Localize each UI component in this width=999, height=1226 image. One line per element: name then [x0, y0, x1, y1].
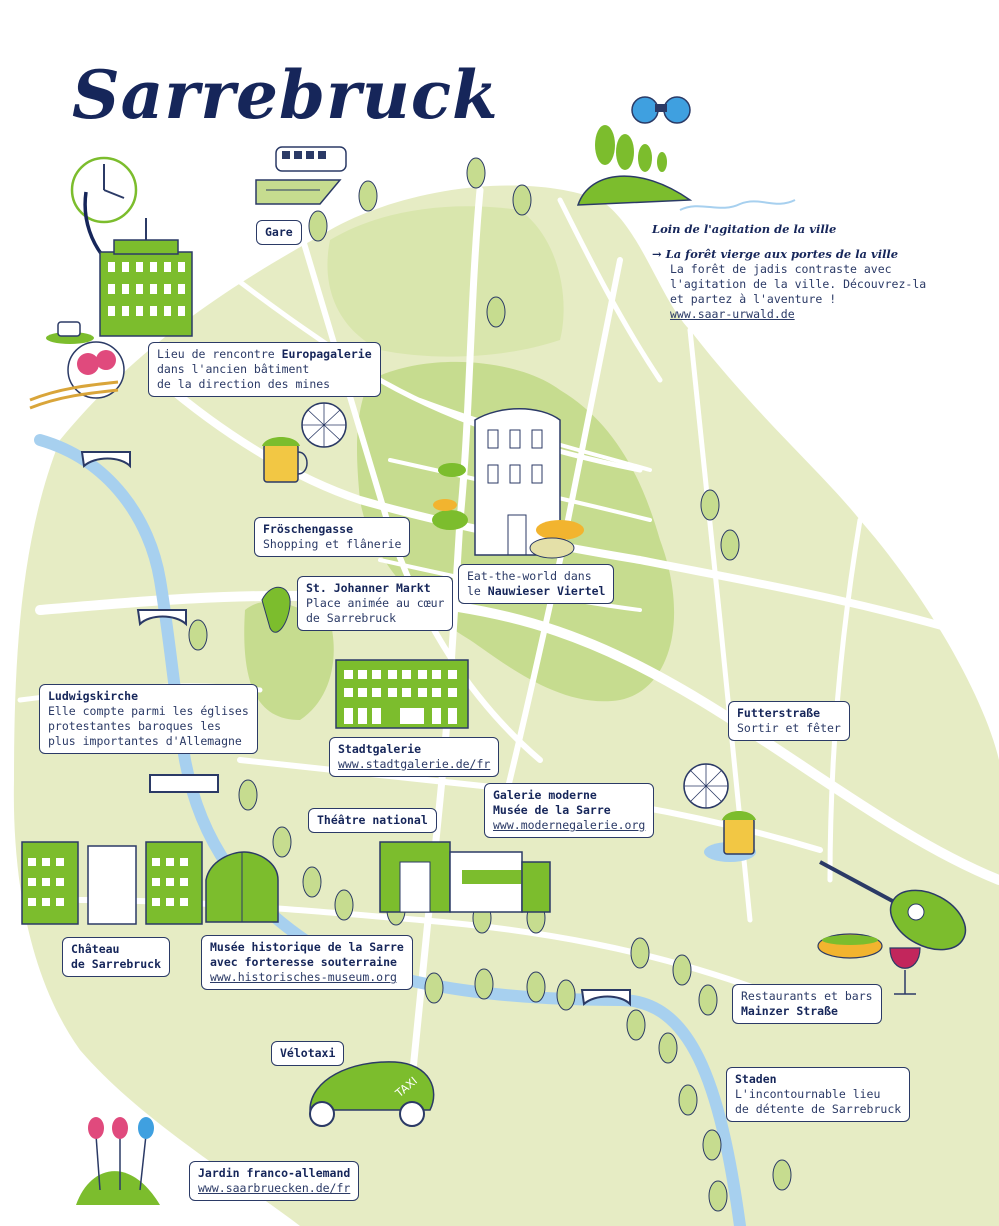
- forest-icon: [576, 125, 796, 211]
- forest-subheading: → La forêt vierge aux portes de la ville: [652, 247, 899, 261]
- label-jardin: Jardin franco-allemand www.saarbruecken.…: [189, 1161, 360, 1201]
- forest-line-1: La forêt de jadis contraste avec: [670, 262, 892, 276]
- frog-statue-icon: [261, 587, 291, 633]
- park-west: [244, 601, 334, 720]
- disco-ball-icon: [301, 402, 347, 448]
- wine-glass-icon: [889, 947, 921, 995]
- theatre-building-icon: [379, 841, 551, 913]
- label-futterstrasse: Futterstraße Sortir et fêter: [728, 701, 850, 741]
- label-europagalerie: Lieu de rencontre Europagalerie dans l'a…: [148, 342, 381, 397]
- tulips-icon: [76, 1117, 160, 1205]
- galerie-link[interactable]: www.modernegalerie.org: [493, 818, 646, 832]
- forest-line-2: l'agitation de la ville. Découvrez-la: [670, 277, 927, 291]
- chateau-building-icon: [21, 841, 203, 925]
- forest-link[interactable]: www.saar-urwald.de: [670, 307, 795, 321]
- label-gare: Gare: [256, 220, 302, 245]
- label-nauwieser-viertel: Eat-the-world dans le Nauwieser Viertel: [458, 564, 615, 604]
- label-musee-historique: Musée historique de la Sarre avec forter…: [201, 935, 413, 990]
- forest-line-3: et partez à l'aventure !: [670, 292, 837, 306]
- europagalerie-building-icon: [99, 218, 193, 337]
- stadtgalerie-link[interactable]: www.stadtgalerie.de/fr: [338, 757, 491, 771]
- label-galerie-moderne: Galerie moderne Musée de la Sarre www.mo…: [484, 783, 655, 838]
- label-stadtgalerie: Stadtgalerie www.stadtgalerie.de/fr: [329, 737, 500, 777]
- park-north: [327, 206, 564, 357]
- musee-link[interactable]: www.historisches-museum.org: [210, 970, 397, 984]
- sandwich-icon: [817, 933, 883, 959]
- label-theatre-national: Théâtre national: [308, 808, 437, 833]
- label-velotaxi: Vélotaxi: [271, 1041, 345, 1066]
- page-title: Sarrebruck: [72, 56, 499, 134]
- beer-icon: [262, 437, 308, 483]
- bridges: [80, 451, 631, 1007]
- label-ludwigskirche: Ludwigskirche Elle compte parmi les égli…: [39, 684, 258, 754]
- label-froschengasse: Fröschengasse Shopping et flânerie: [254, 517, 411, 557]
- guitar-icon: [819, 860, 967, 951]
- musee-historique-building-icon: [205, 851, 279, 923]
- trees: [188, 157, 792, 1212]
- stadtgalerie-building-icon: [335, 659, 469, 729]
- binoculars-icon: [631, 96, 691, 124]
- train-icon: [255, 146, 347, 205]
- coffee-food-icon: [29, 321, 125, 410]
- label-restaurants: Restaurants et bars Mainzer Straße: [732, 984, 882, 1024]
- nauwieser-building-icon: [432, 408, 584, 559]
- forest-info: Loin de l'agitation de la ville → La for…: [652, 222, 952, 322]
- label-staden: Staden L'incontournable lieu de détente …: [726, 1067, 911, 1122]
- label-st-johanner-markt: St. Johanner Markt Place animée au cœur …: [297, 576, 454, 631]
- futter-beer-icon: [704, 811, 756, 862]
- label-chateau: Château de Sarrebruck: [62, 937, 171, 977]
- futter-disco-icon: [683, 763, 729, 809]
- forest-heading: Loin de l'agitation de la ville: [652, 222, 837, 236]
- velotaxi-icon: TAXI: [309, 1061, 435, 1127]
- jardin-link[interactable]: www.saarbruecken.de/fr: [198, 1181, 351, 1195]
